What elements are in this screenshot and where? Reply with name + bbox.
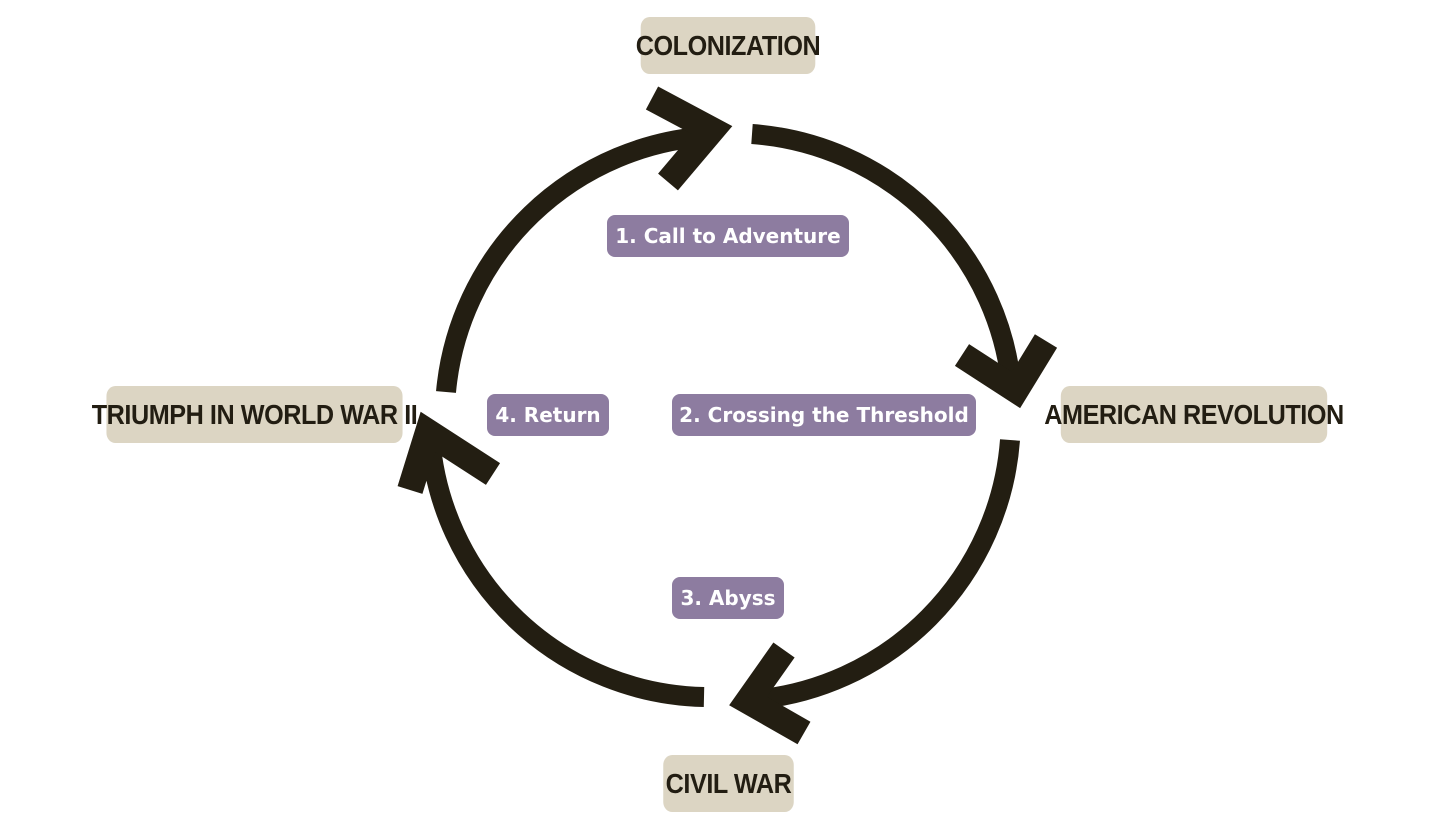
stage-call-to-adventure: 1. Call to Adventure (607, 215, 849, 257)
arrowhead-triumph-icon (397, 411, 501, 494)
stage-abyss: 3. Abyss (672, 577, 784, 619)
era-triumph-in-world-war-ii: TRIUMPH IN WORLD WAR II (92, 386, 418, 443)
stage-crossing-the-threshold: 2. Crossing the Threshold (672, 394, 976, 436)
arc-return-to-colonization (436, 126, 713, 393)
arc-colonization-to-revolution (751, 124, 1022, 393)
arc-civil-war-to-return (420, 436, 705, 707)
arrowhead-colonization-icon (645, 86, 733, 191)
arrowhead-revolution-icon (954, 334, 1058, 409)
era-colonization: COLONIZATION (636, 17, 821, 74)
era-civil-war: CIVIL WAR (663, 755, 794, 812)
stage-return: 4. Return (487, 394, 609, 436)
arrowhead-civil-war-icon (729, 642, 811, 745)
era-american-revolution: AMERICAN REVOLUTION (1044, 386, 1344, 443)
arc-revolution-to-civil-war (751, 439, 1020, 710)
